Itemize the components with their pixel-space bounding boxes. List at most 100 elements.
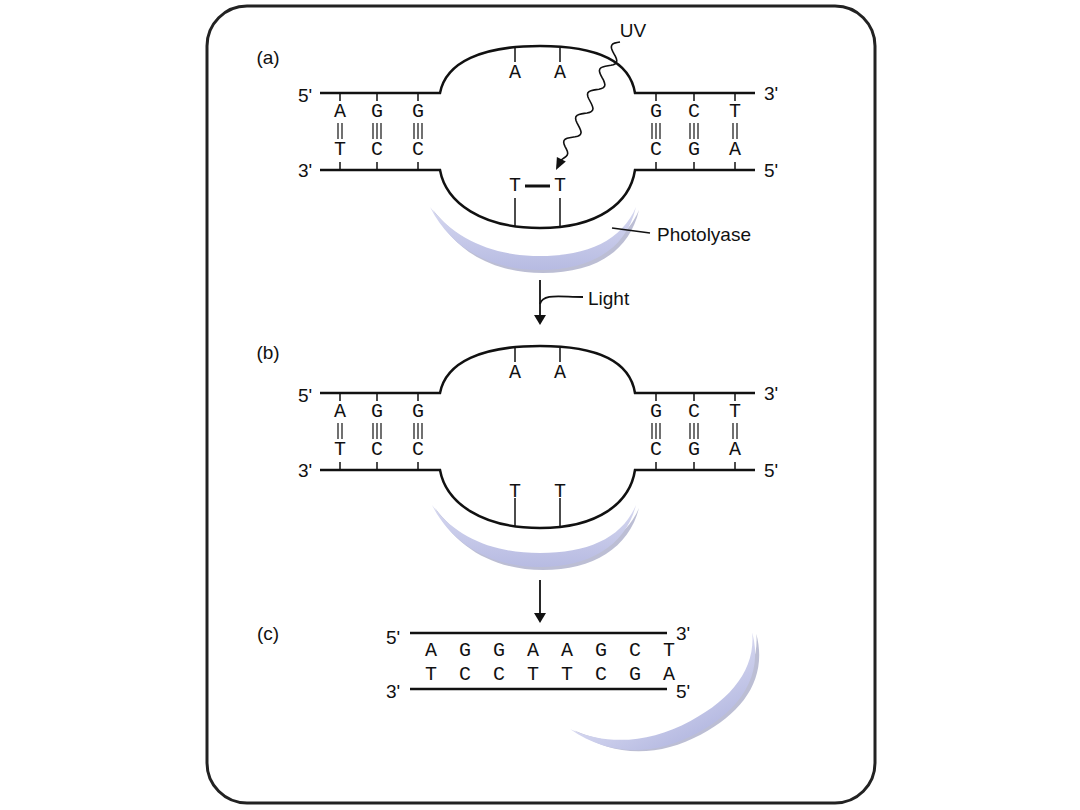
base-letter: T	[509, 176, 521, 196]
base-tick	[417, 462, 419, 470]
hydrogen-bond	[655, 123, 656, 139]
base-tick	[417, 393, 419, 401]
base-tick	[559, 198, 561, 226]
base-tick	[734, 93, 736, 101]
hydrogen-bond	[732, 123, 733, 139]
arrowhead	[556, 157, 566, 170]
base-tick	[339, 462, 341, 470]
base-letter: C	[371, 440, 383, 460]
base-letter: AGGAAGCT	[425, 641, 697, 661]
base-tick	[693, 393, 695, 401]
base-tick	[376, 393, 378, 401]
base-letter: C	[412, 140, 424, 160]
base-tick	[376, 93, 378, 101]
hydrogen-bond	[341, 123, 342, 139]
hydrogen-bond	[697, 423, 698, 439]
dna-strand	[410, 632, 667, 635]
base-tick	[655, 93, 657, 101]
hydrogen-bond	[736, 423, 737, 439]
label: 5'	[298, 386, 312, 405]
dna-panel-a	[320, 46, 755, 325]
base-letter: C	[650, 140, 662, 160]
label: 3'	[298, 461, 312, 480]
base-tick	[514, 348, 516, 362]
dna-strand	[320, 470, 755, 528]
dna-strand	[320, 170, 755, 228]
base-letter: A	[509, 63, 521, 83]
base-tick	[417, 93, 419, 101]
generated-strokes	[338, 42, 737, 526]
base-letter: G	[412, 402, 424, 422]
base-letter: A	[509, 363, 521, 383]
uv-ray	[561, 42, 621, 161]
photolyase-enzyme	[430, 207, 636, 270]
hydrogen-bond	[380, 423, 381, 439]
base-tick	[734, 393, 736, 401]
hydrogen-bond	[693, 123, 694, 139]
hydrogen-bond	[659, 123, 660, 139]
base-letter: A	[729, 140, 741, 160]
base-letter: A	[334, 402, 346, 422]
base-letter: G	[688, 440, 700, 460]
base-tick	[734, 162, 736, 170]
light-input	[540, 296, 583, 304]
base-tick	[514, 48, 516, 62]
base-letter: C	[688, 102, 700, 122]
hydrogen-bond	[376, 423, 377, 439]
label: 5'	[764, 161, 778, 180]
label: (b)	[256, 343, 279, 362]
arrowhead	[534, 613, 546, 623]
hydrogen-bond	[732, 423, 733, 439]
base-tick	[376, 162, 378, 170]
base-letter: TCCTTCGA	[425, 665, 697, 685]
base-letter: C	[412, 440, 424, 460]
frame	[207, 6, 875, 803]
hydrogen-bond	[417, 423, 418, 439]
hydrogen-bond	[659, 423, 660, 439]
base-tick	[734, 462, 736, 470]
arrowhead	[534, 315, 546, 325]
photolyase-enzyme	[432, 505, 636, 567]
label: 3'	[676, 624, 690, 643]
base-letter: T	[554, 176, 566, 196]
base-tick	[559, 498, 561, 526]
hydrogen-bond	[376, 123, 377, 139]
base-tick	[339, 393, 341, 401]
label: 3'	[298, 161, 312, 180]
hydrogen-bond	[689, 423, 690, 439]
base-tick	[339, 93, 341, 101]
base-letter: C	[688, 402, 700, 422]
base-letter: G	[371, 102, 383, 122]
hydrogen-bond	[413, 123, 414, 139]
label: (a)	[256, 48, 279, 67]
base-letter: G	[412, 102, 424, 122]
base-letter: G	[650, 402, 662, 422]
hydrogen-bond	[380, 123, 381, 139]
base-letter: T	[509, 482, 521, 502]
base-letter: T	[729, 102, 741, 122]
process-arrow	[539, 280, 541, 316]
hydrogen-bond	[651, 423, 652, 439]
hydrogen-bond	[693, 423, 694, 439]
base-tick	[559, 48, 561, 62]
leader-line	[612, 228, 650, 233]
base-letter: A	[334, 102, 346, 122]
hydrogen-bond	[655, 423, 656, 439]
base-tick	[655, 462, 657, 470]
label: 5'	[386, 628, 400, 647]
base-tick	[693, 93, 695, 101]
dna-strand	[320, 46, 755, 93]
base-letter: A	[729, 440, 741, 460]
process-arrow	[539, 580, 541, 614]
base-tick	[559, 348, 561, 362]
hydrogen-bond	[413, 423, 414, 439]
base-letter: T	[334, 440, 346, 460]
base-letter: T	[334, 140, 346, 160]
hydrogen-bond	[372, 123, 373, 139]
label: Light	[588, 289, 629, 308]
hydrogen-bond	[421, 423, 422, 439]
base-tick	[339, 162, 341, 170]
label: 5'	[676, 682, 690, 701]
hydrogen-bond	[341, 423, 342, 439]
